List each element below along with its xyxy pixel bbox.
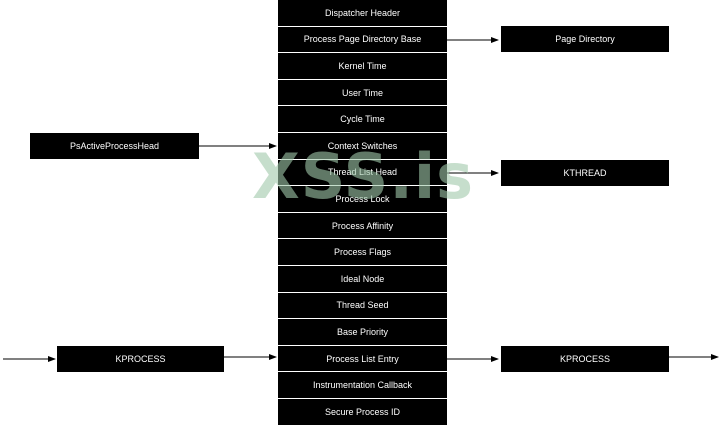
- struct-field: Thread List Head: [278, 159, 447, 186]
- struct-field: Instrumentation Callback: [278, 372, 447, 398]
- ps-active-process-head-box: PsActiveProcessHead: [30, 133, 199, 159]
- struct-field: Dispatcher Header: [278, 0, 447, 26]
- kthread-box: KTHREAD: [501, 160, 669, 186]
- struct-field: Secure Process ID: [278, 398, 447, 425]
- struct-field: Ideal Node: [278, 265, 447, 292]
- struct-field: Context Switches: [278, 132, 447, 159]
- struct-field: Process Page Directory Base: [278, 26, 447, 53]
- struct-field: Cycle Time: [278, 106, 447, 132]
- struct-field: Kernel Time: [278, 53, 447, 79]
- struct-field: Process Flags: [278, 239, 447, 265]
- page-directory-box: Page Directory: [501, 26, 669, 52]
- struct-field: Process Affinity: [278, 212, 447, 239]
- struct-field: User Time: [278, 79, 447, 106]
- struct-field: Process Lock: [278, 186, 447, 212]
- struct-field: Process List Entry: [278, 345, 447, 372]
- kprocess-next-box: KPROCESS: [501, 346, 669, 372]
- struct-field: Base Priority: [278, 319, 447, 345]
- kprocess-prev-box: KPROCESS: [57, 346, 224, 372]
- struct-field: Thread Seed: [278, 292, 447, 319]
